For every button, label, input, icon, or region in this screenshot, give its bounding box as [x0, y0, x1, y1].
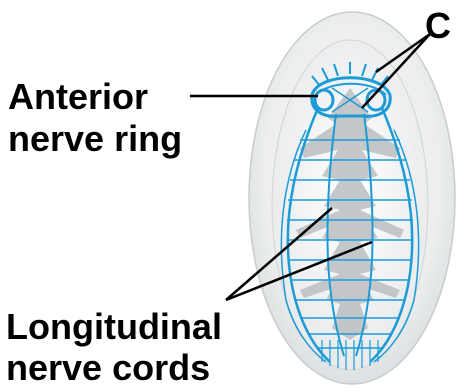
label-anterior: Anterior — [8, 79, 148, 115]
label-nerve-cords: nerve cords — [6, 350, 210, 386]
label-longitudinal: Longitudinal — [6, 309, 222, 345]
label-top-right-partial: C — [425, 8, 451, 44]
label-nerve-ring: nerve ring — [8, 121, 182, 157]
